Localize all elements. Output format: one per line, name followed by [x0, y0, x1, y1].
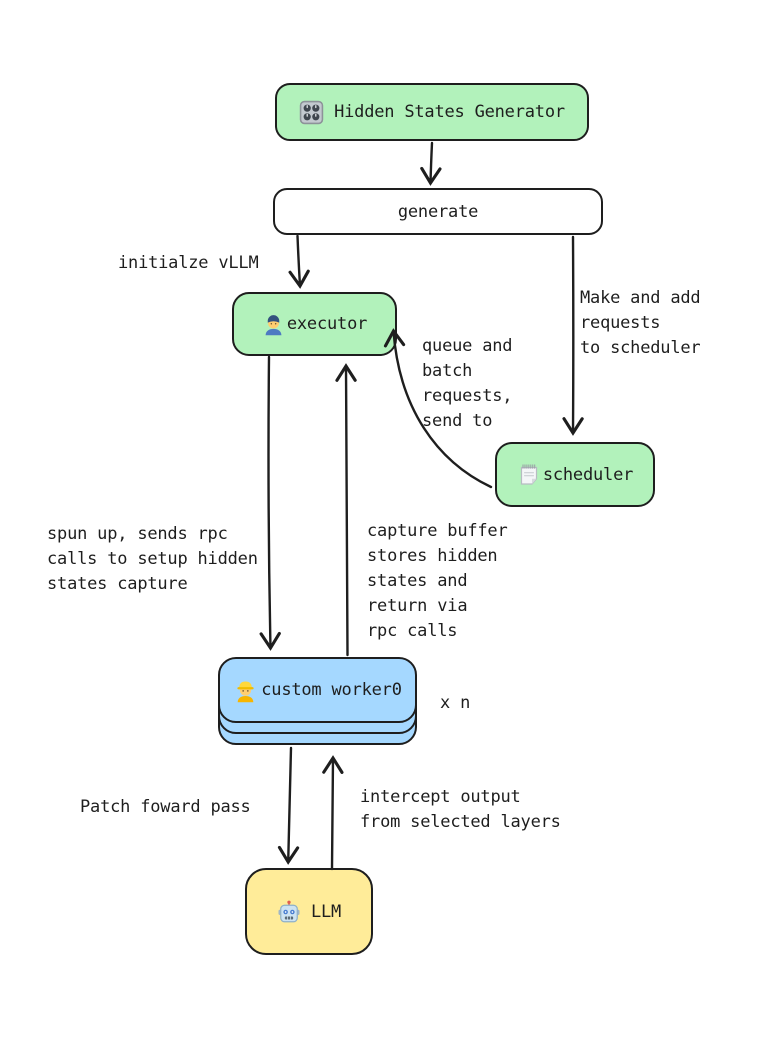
- node-label-worker: custom worker0: [261, 680, 402, 700]
- edge-label-spun-up: spun up, sends rpc calls to setup hidden…: [47, 524, 258, 594]
- node-scheduler: scheduler: [495, 442, 655, 507]
- arrow-worker-to-executor: [335, 363, 357, 657]
- node-label-scheduler: scheduler: [542, 464, 634, 485]
- factory-worker-icon: [262, 313, 285, 336]
- node-custom-worker0: custom worker0: [218, 657, 417, 723]
- edge-label-queue-batch: queue and batch requests, send to: [422, 336, 513, 431]
- worker-multiplier-label: x n: [440, 693, 471, 713]
- node-label-generate: generate: [397, 201, 479, 222]
- node-label-executor: executor: [286, 314, 368, 334]
- node-label-generator: Hidden States Generator: [334, 102, 565, 122]
- node-executor: executor: [232, 292, 397, 356]
- control-knobs-icon: [299, 100, 324, 125]
- edge-label-patch-forward: Patch foward pass: [80, 797, 251, 817]
- construction-worker-icon: [233, 678, 258, 703]
- edge-label-make-requests: Make and add requests to scheduler: [580, 288, 701, 358]
- arrow-generator-to-generate: [420, 141, 442, 186]
- node-llm: LLM: [245, 868, 373, 955]
- arrow-llm-to-worker: [322, 755, 344, 871]
- edge-label-initialize-vllm: initialze vLLM: [118, 253, 259, 273]
- node-hidden-states-generator: Hidden States Generator: [275, 83, 589, 141]
- arrow-worker-to-llm: [277, 746, 300, 865]
- robot-icon: [277, 900, 301, 924]
- node-label-llm: LLM: [310, 901, 342, 922]
- spiral-notepad-icon: [517, 463, 541, 487]
- node-generate: generate: [273, 188, 603, 235]
- arrow-executor-to-worker: [259, 355, 281, 651]
- arrow-generate-to-executor: [288, 234, 310, 289]
- edge-label-capture-buffer: capture buffer stores hidden states and …: [367, 521, 508, 641]
- edge-label-intercept-output: intercept output from selected layers: [360, 787, 561, 832]
